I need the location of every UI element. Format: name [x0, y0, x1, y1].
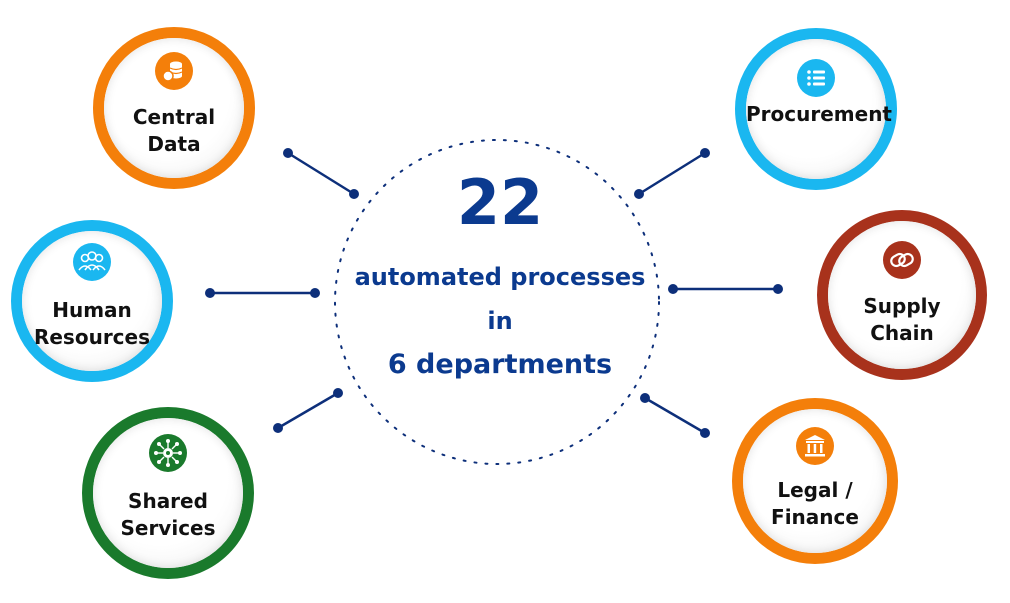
dept-label: Supply Chain	[863, 294, 941, 345]
chain-link-icon	[883, 241, 921, 279]
connector-central-data	[283, 148, 359, 199]
dept-label: Human Resources	[33, 298, 151, 349]
network-gear-icon	[149, 434, 187, 472]
list-icon	[797, 59, 835, 97]
bank-icon	[796, 427, 834, 465]
database-icon	[155, 52, 193, 90]
dept-label: Procurement	[746, 102, 892, 126]
dept-procurement: Procurement	[735, 28, 897, 190]
connector-supply-chain	[668, 284, 783, 294]
dept-human-resources: Human Resources	[11, 220, 173, 382]
center-dashed-circle	[334, 139, 660, 465]
center-line-in: in	[487, 307, 513, 335]
connector-legal-finance	[640, 393, 710, 438]
center-line-automated-processes: automated processes	[354, 263, 646, 291]
dept-supply-chain: Supply Chain	[817, 210, 987, 380]
dept-label: Legal / Finance	[771, 478, 859, 529]
dept-label: Central Data	[132, 105, 216, 156]
process-count: 22	[456, 166, 544, 239]
people-icon	[73, 243, 111, 281]
dept-label: Shared Services	[120, 489, 216, 540]
center-line-departments: 6 departments	[387, 349, 613, 380]
dept-shared-services: Shared Services	[82, 407, 254, 579]
dept-central-data: Central Data	[93, 27, 255, 189]
dept-legal-finance: Legal / Finance	[732, 398, 898, 564]
connector-shared-services	[273, 388, 343, 433]
connector-human-resources	[205, 288, 320, 298]
connector-procurement	[634, 148, 710, 199]
